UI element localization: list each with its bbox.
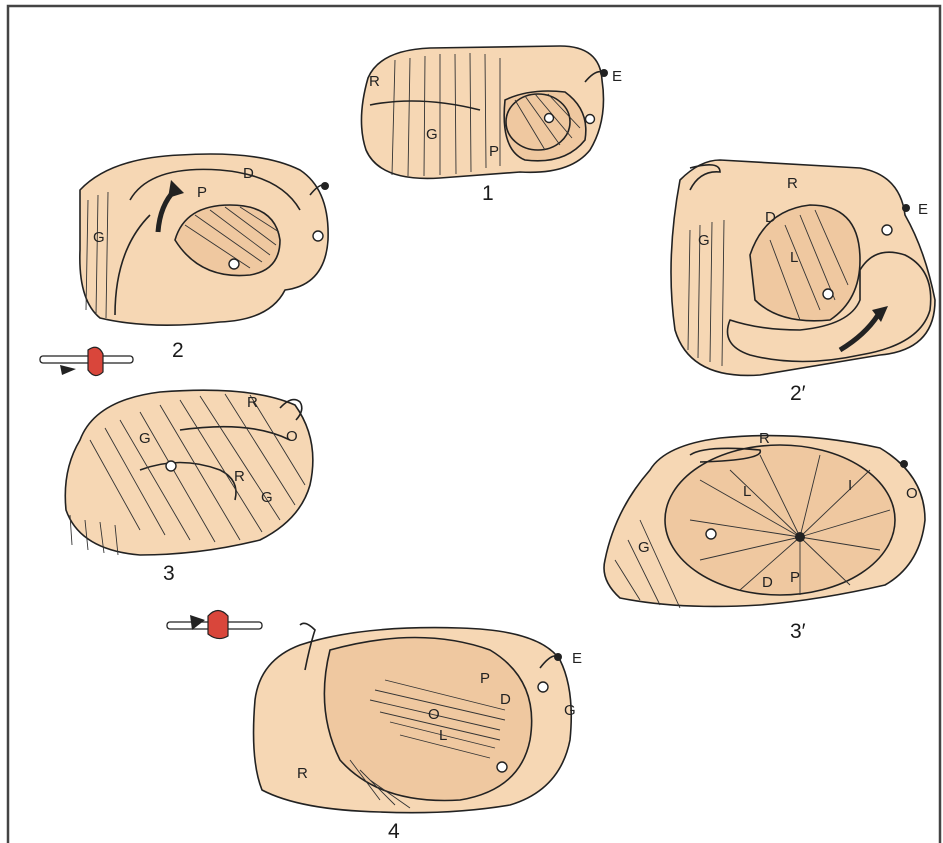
stage-3-prime-label-i: I xyxy=(848,477,852,494)
stage-2-prime-drawing xyxy=(671,160,935,375)
stage-4-label-l: L xyxy=(439,727,447,744)
stage-1-drawing xyxy=(361,46,608,178)
stage-2-prime-label-l: L xyxy=(790,249,798,266)
stage-2-prime-label-g: G xyxy=(698,232,710,249)
stage-2-prime-label-e: E xyxy=(918,201,928,218)
stage-3-prime-label-g: G xyxy=(638,539,650,556)
stage-2-prime-number: 2′ xyxy=(790,382,806,405)
stage-3-prime-label-r: R xyxy=(759,430,770,447)
stage-3-prime-number: 3′ xyxy=(790,620,806,643)
stage-4-label-p: P xyxy=(480,670,490,687)
stage-3-label-g: G xyxy=(139,430,151,447)
stage-2-number: 2 xyxy=(172,339,184,362)
stage-4-label-e: E xyxy=(572,650,582,667)
stage-1-label-r: R xyxy=(369,73,380,90)
stage-4-drawing xyxy=(254,623,572,812)
stage-2-label-p: P xyxy=(197,184,207,201)
stage-3-label-r: R xyxy=(247,394,258,411)
stage-3-label-g2: G xyxy=(261,489,273,506)
stage-3-prime-label-o: O xyxy=(906,485,918,502)
stage-4-number: 4 xyxy=(388,820,400,843)
stage-2-prime-label-d: D xyxy=(765,209,776,226)
stage-3-prime-label-d: D xyxy=(762,574,773,591)
stage-3-prime-label-l: L xyxy=(743,483,751,500)
stage-1-label-e: E xyxy=(612,68,622,85)
stage-2-label-g: G xyxy=(93,229,105,246)
stage-1-label-p: P xyxy=(489,143,499,160)
stage-2-prime-label-r: R xyxy=(787,175,798,192)
stage-3-number: 3 xyxy=(163,562,175,585)
stage-3-prime-label-p: P xyxy=(790,569,800,586)
rotation-icon-1 xyxy=(40,347,133,375)
stage-1-number: 1 xyxy=(482,182,494,205)
stage-4-label-r: R xyxy=(297,765,308,782)
stage-3-drawing xyxy=(65,390,313,555)
stage-4-label-o: O xyxy=(428,706,440,723)
rotation-icon-2 xyxy=(167,611,262,639)
stage-2-label-d: D xyxy=(243,165,254,182)
stage-1-label-g: G xyxy=(426,126,438,143)
stage-4-label-g: G xyxy=(564,702,576,719)
stage-3-label-r2: R xyxy=(234,468,245,485)
stage-2-drawing xyxy=(80,154,329,325)
stage-3-label-o: O xyxy=(286,428,298,445)
stage-4-label-d: D xyxy=(500,691,511,708)
